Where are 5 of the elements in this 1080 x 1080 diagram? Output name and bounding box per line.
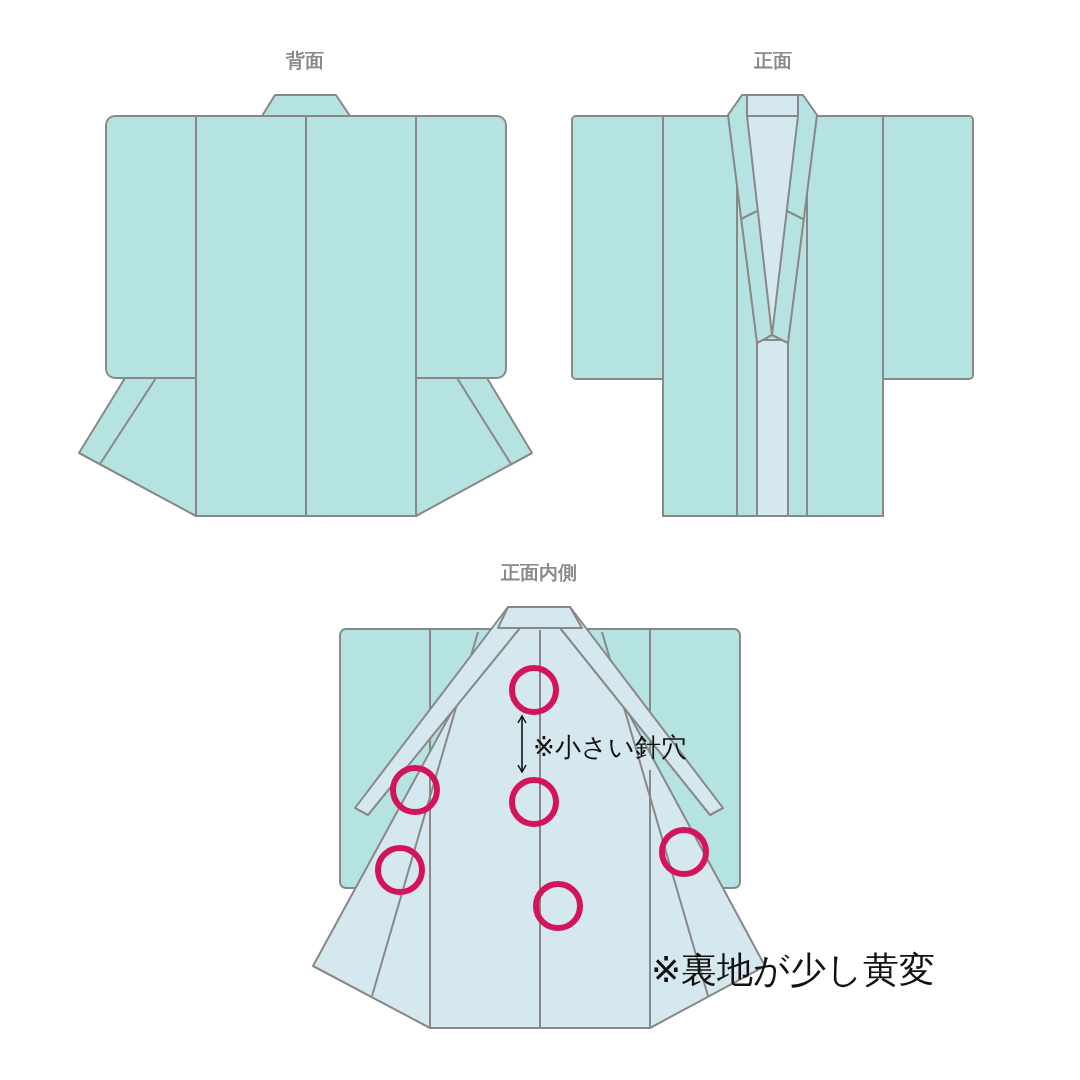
view-heading: 正面 (753, 48, 793, 73)
note-text: ※小さい針穴 (533, 734, 687, 760)
view-heading: 背面 (285, 48, 325, 73)
note-text: ※裏地が少し黄変 (651, 952, 936, 988)
view-heading: 正面内側 (500, 560, 578, 585)
